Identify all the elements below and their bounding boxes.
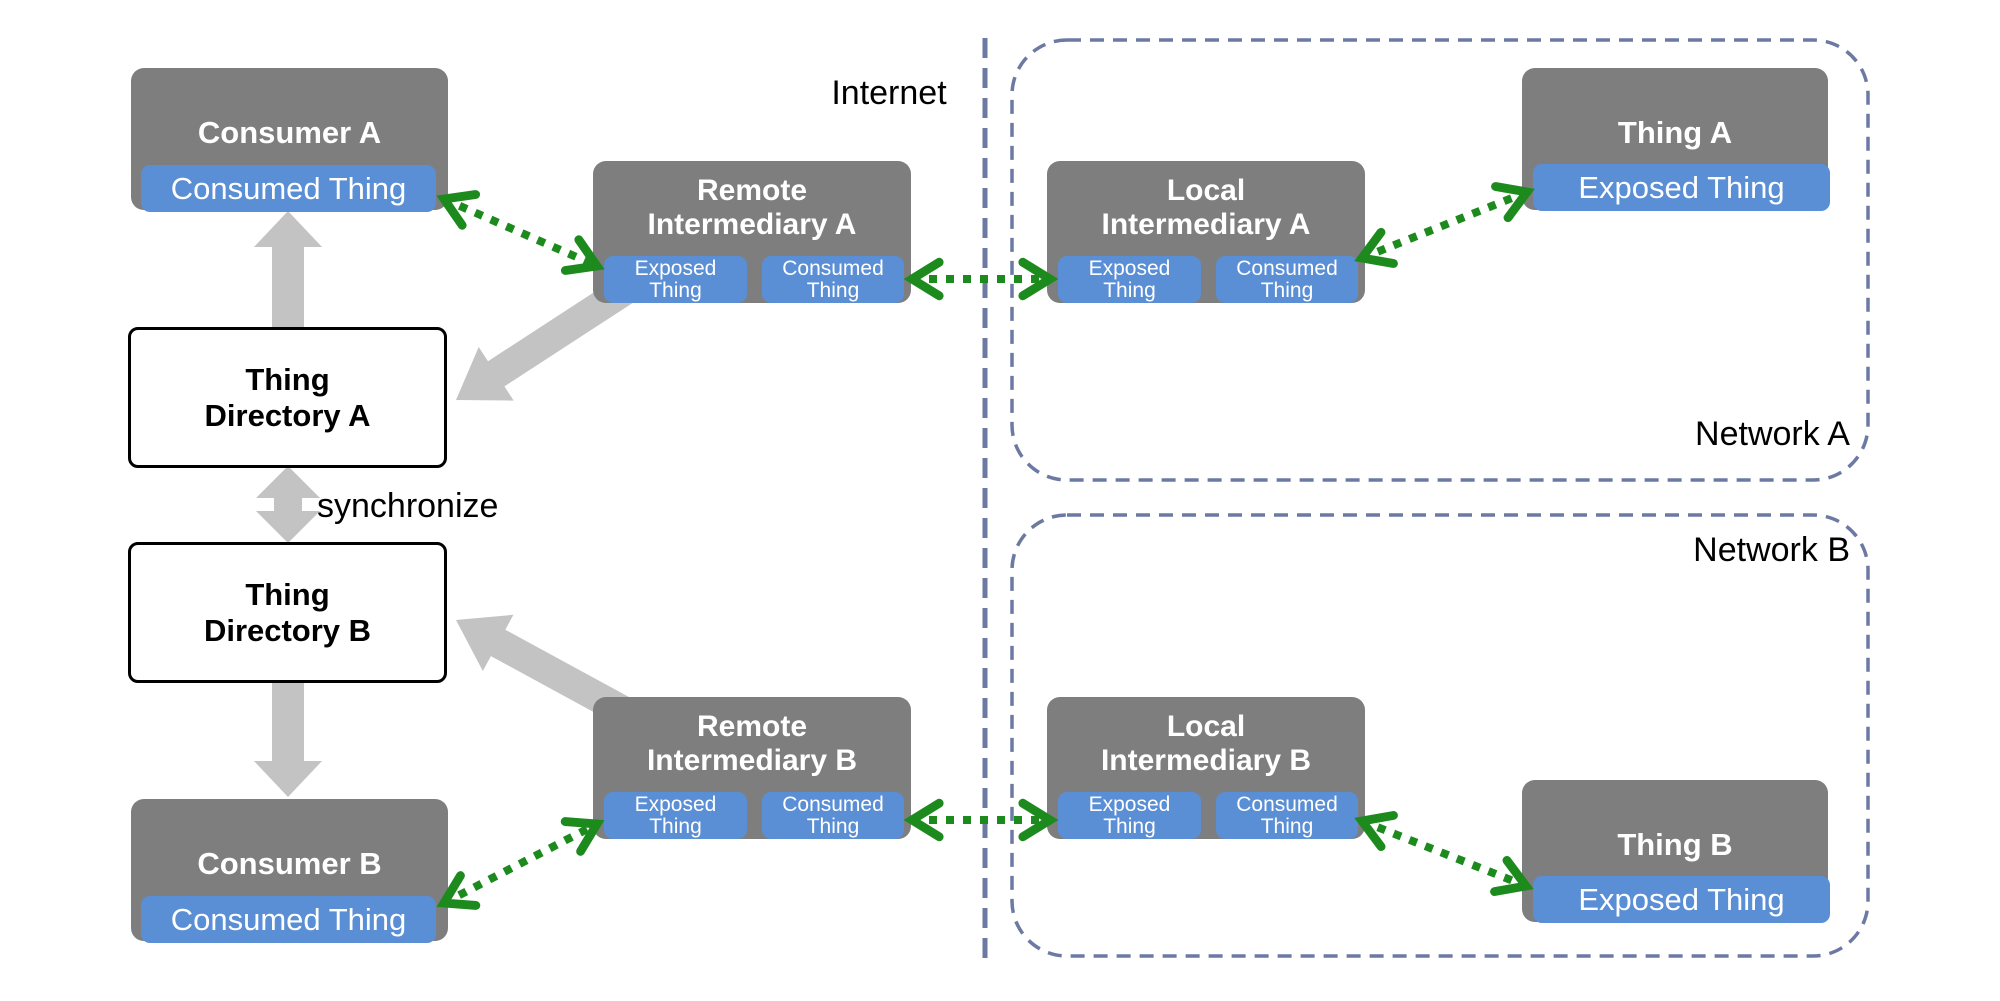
consumer-a-title: Consumer A xyxy=(197,115,382,150)
remote-intermediary-b-title-line1: Remote xyxy=(696,710,808,743)
remote-intermediary-b-title-line2: Intermediary B xyxy=(646,744,858,777)
thing-directory-a-title-line1: Thing xyxy=(245,361,330,397)
consumed-thing-label-line2: Thing xyxy=(1260,815,1314,838)
arrow-remote-intermediary-b-to-directory-b xyxy=(456,614,633,726)
consumer-b-title: Consumer B xyxy=(197,846,382,881)
consumed-thing-label-line2: Thing xyxy=(806,815,860,838)
thing-a-title: Thing A xyxy=(1617,115,1733,150)
local-intermediary-a-title-line1: Local xyxy=(1166,174,1246,207)
local-intermediary-b-title-line1: Local xyxy=(1166,710,1246,743)
local-intermediary-b-title: Local Intermediary B xyxy=(1047,710,1365,778)
exposed-thing-label-line2: Thing xyxy=(1103,815,1156,838)
thing-directory-b-box: Thing Directory B xyxy=(128,542,447,683)
exposed-thing-label-line1: Exposed xyxy=(634,257,717,280)
remote-intermediary-a-consumed-thing: Consumed Thing xyxy=(762,256,904,303)
internet-label: Internet xyxy=(831,74,947,112)
thing-directory-a-box: Thing Directory A xyxy=(128,327,447,468)
consumer-b-box: Consumer B Consumed Thing xyxy=(131,799,448,943)
arrow-directory-b-to-consumer-b xyxy=(254,683,322,797)
network-a-boundary xyxy=(1010,38,1870,482)
exposed-thing-label-line2: Thing xyxy=(1103,279,1156,302)
local-intermediary-a-exposed-thing: Exposed Thing xyxy=(1058,256,1201,303)
local-intermediary-b-title-line2: Intermediary B xyxy=(1100,744,1312,777)
local-intermediary-a-consumed-thing: Consumed Thing xyxy=(1216,256,1358,303)
remote-intermediary-b-consumed-thing: Consumed Thing xyxy=(762,792,904,839)
remote-intermediary-b-title: Remote Intermediary B xyxy=(593,710,911,778)
consumed-thing-label-line2: Thing xyxy=(1260,279,1314,302)
arrow-remote-intermediary-a-to-directory-a xyxy=(456,277,634,401)
thing-directory-b-title-line2: Directory B xyxy=(203,612,372,648)
consumed-thing-label-line1: Consumed xyxy=(1236,793,1338,816)
thing-a-exposed-thing: Exposed Thing xyxy=(1533,164,1830,211)
local-intermediary-a-box: Local Intermediary A Exposed Thing Consu… xyxy=(1047,161,1365,303)
local-intermediary-a-title: Local Intermediary A xyxy=(1047,174,1365,242)
thing-directory-a-title-line2: Directory A xyxy=(204,397,371,433)
consumer-b-consumed-thing: Consumed Thing xyxy=(141,896,436,943)
remote-intermediary-b-exposed-thing: Exposed Thing xyxy=(604,792,747,839)
exposed-thing-label-line1: Exposed xyxy=(1088,257,1171,280)
local-intermediary-b-exposed-thing: Exposed Thing xyxy=(1058,792,1201,839)
consumed-thing-label-line1: Consumed xyxy=(782,257,884,280)
remote-intermediary-a-title-line2: Intermediary A xyxy=(647,208,857,241)
thing-a-box: Thing A Exposed Thing xyxy=(1522,68,1830,211)
arrow-directory-a-to-consumer-a xyxy=(254,211,322,327)
consumed-thing-label-line2: Thing xyxy=(806,279,860,302)
consumed-thing-label-line1: Consumed xyxy=(782,793,884,816)
consumer-a-box: Consumer A Consumed Thing xyxy=(131,68,448,212)
thing-b-exposed-thing: Exposed Thing xyxy=(1533,876,1830,923)
local-intermediary-b-box: Local Intermediary B Exposed Thing Consu… xyxy=(1047,697,1365,839)
remote-intermediary-a-title: Remote Intermediary A xyxy=(593,174,911,242)
local-intermediary-a-title-line2: Intermediary A xyxy=(1101,208,1311,241)
consumed-thing-label-line1: Consumed xyxy=(1236,257,1338,280)
network-b-boundary xyxy=(1010,513,1870,958)
remote-intermediary-a-box: Remote Intermediary A Exposed Thing Cons… xyxy=(593,161,911,303)
remote-intermediary-a-exposed-thing: Exposed Thing xyxy=(604,256,747,303)
exposed-thing-label-line2: Thing xyxy=(649,279,702,302)
exposed-thing-label-line1: Exposed xyxy=(634,793,717,816)
synchronize-label: synchronize xyxy=(317,487,499,525)
network-b-label: Network B xyxy=(1693,531,1850,569)
thing-b-box: Thing B Exposed Thing xyxy=(1522,780,1830,923)
exposed-thing-label-line1: Exposed xyxy=(1088,793,1171,816)
exposed-thing-label-line2: Thing xyxy=(649,815,702,838)
network-a-label: Network A xyxy=(1695,415,1850,453)
arrow-synchronize-bidirectional xyxy=(256,466,320,543)
remote-intermediary-a-title-line1: Remote xyxy=(696,174,808,207)
local-intermediary-b-consumed-thing: Consumed Thing xyxy=(1216,792,1358,839)
thing-directory-b-title-line1: Thing xyxy=(245,576,330,612)
thing-b-title: Thing B xyxy=(1617,827,1733,862)
consumer-a-consumed-thing: Consumed Thing xyxy=(141,165,436,212)
remote-intermediary-b-box: Remote Intermediary B Exposed Thing Cons… xyxy=(593,697,911,839)
